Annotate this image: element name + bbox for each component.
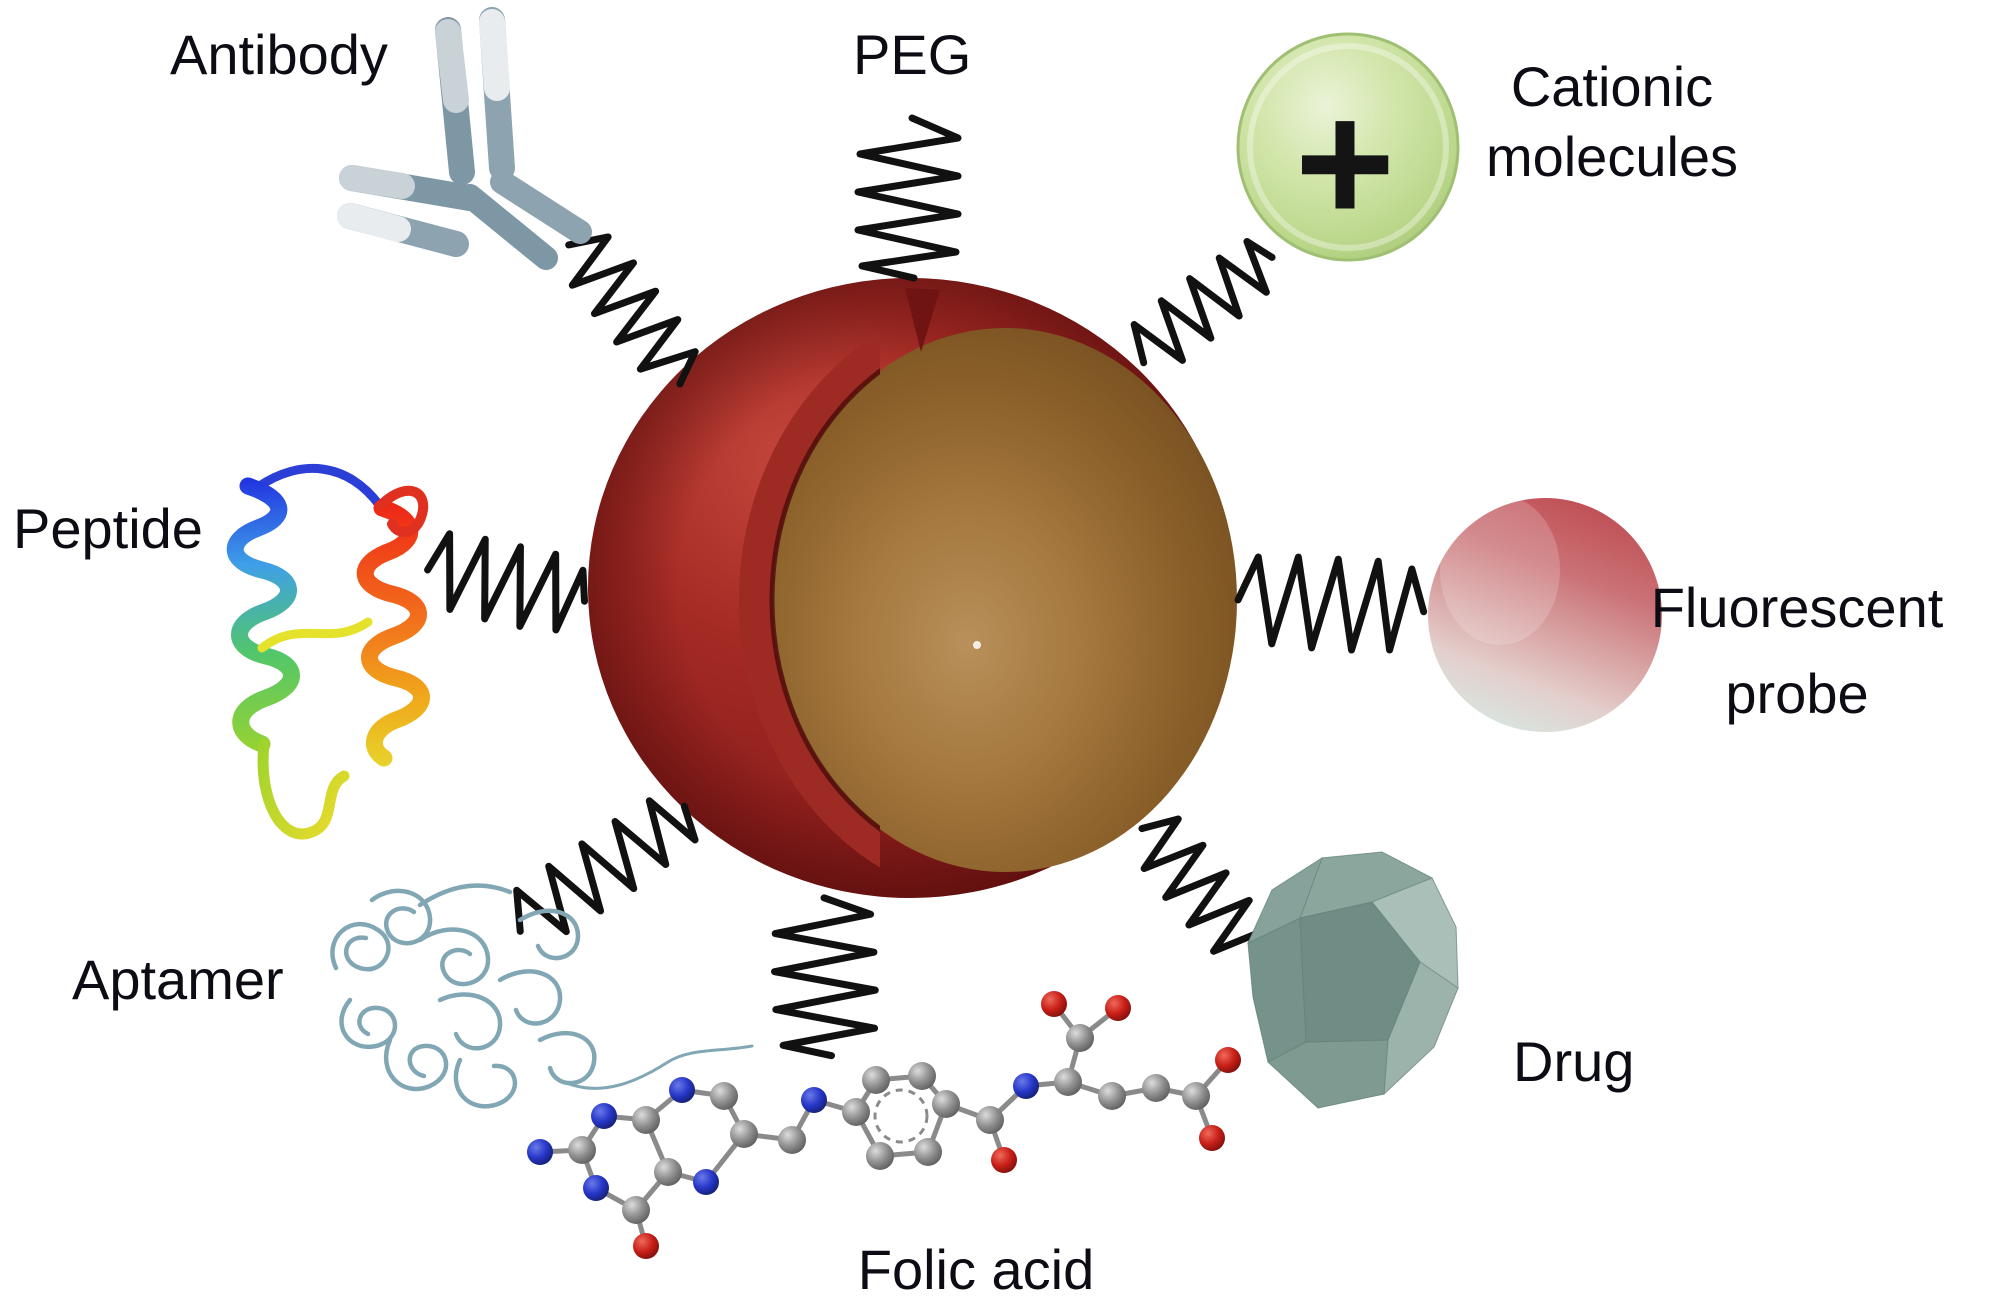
fluorescent-probe-icon <box>1428 495 1662 732</box>
linker-spring-peg <box>854 114 962 282</box>
shell-cut-notch <box>905 288 940 352</box>
linker-spring-folic <box>771 894 879 1060</box>
drug-label: Drug <box>1513 1030 1634 1093</box>
drug-polyhedron-icon <box>1246 851 1459 1109</box>
cationic-label-line2: molecules <box>1486 125 1738 188</box>
plus-icon: + <box>1295 67 1395 259</box>
nanoparticle-core-shell-icon <box>588 278 1237 898</box>
cationic-label-line1: Cationic <box>1511 55 1713 118</box>
aptamer-label: Aptamer <box>72 948 284 1011</box>
folic-acid-molecule-icon <box>527 991 1241 1259</box>
oxygen-atoms <box>633 991 1241 1259</box>
linker-spring-peptide <box>424 530 589 634</box>
nanoparticle-core <box>773 328 1237 872</box>
antibody-label: Antibody <box>170 23 388 86</box>
cationic-molecule-icon: + <box>1236 32 1460 262</box>
peptide-label: Peptide <box>13 497 203 560</box>
linker-spring-cationic <box>1130 237 1276 367</box>
carbon-atoms <box>568 1024 1210 1224</box>
peg-label: PEG <box>853 23 971 86</box>
linker-spring-antibody <box>565 233 699 388</box>
shell-cutaway-rim <box>739 332 880 868</box>
shell-cutaway-seam <box>769 368 880 832</box>
nitrogen-atoms <box>527 1073 1039 1201</box>
aptamer-icon <box>330 883 754 1109</box>
peptide-ribbon-icon <box>226 464 430 840</box>
linker-spring-drug <box>1138 815 1272 963</box>
linker-spring-aptamer <box>513 797 699 936</box>
folic-acid-label: Folic acid <box>858 1238 1095 1301</box>
antibody-icon <box>337 7 592 270</box>
core-highlight-dot <box>973 641 981 649</box>
fluorescent-label-line2: probe <box>1725 662 1868 725</box>
linker-spring-fluorescent <box>1234 553 1428 654</box>
fluorescent-label-line1: Fluorescent <box>1651 576 1944 639</box>
